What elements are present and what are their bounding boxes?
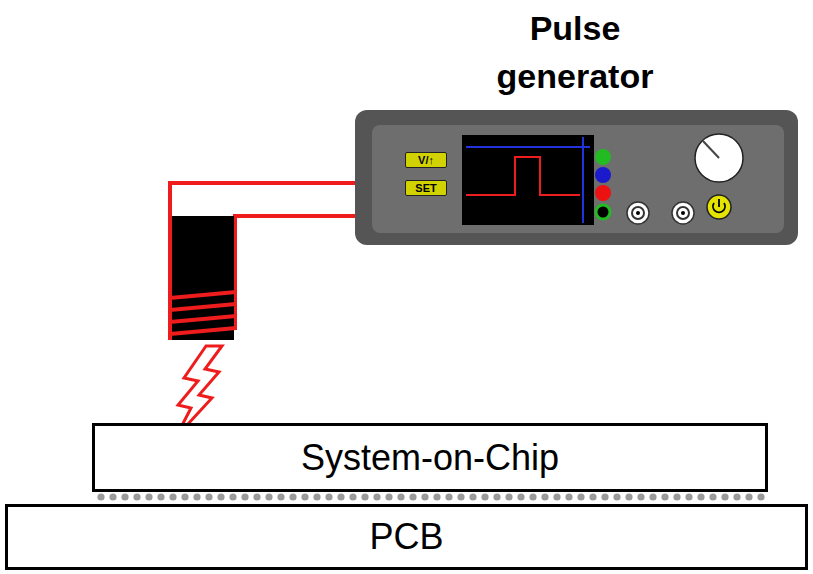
pulse-trace (466, 157, 580, 195)
status-dot (596, 205, 610, 219)
board-box: PCB (5, 504, 808, 570)
knob (695, 134, 743, 182)
probe-wire (235, 216, 355, 330)
power-button (707, 195, 731, 219)
knob-pointer (703, 141, 719, 158)
panel-button: V/↑ (405, 152, 447, 168)
screen (462, 135, 594, 225)
power-symbol (718, 199, 720, 207)
chip-box: System-on-Chip (92, 423, 768, 492)
probe-wire (170, 183, 355, 340)
status-dot (595, 149, 611, 165)
button-label: V/↑ (418, 154, 434, 166)
status-dot (595, 167, 611, 183)
device-title: Pulse generator (455, 4, 695, 100)
bnc-connector (627, 202, 649, 224)
generator-housing (355, 110, 798, 245)
screen-grid (582, 137, 584, 223)
solder-balls (95, 490, 767, 504)
device-box: Pulse generatorV/↑SET (355, 110, 798, 245)
probe-coil (170, 292, 236, 334)
bnc-connector (672, 202, 694, 224)
panel-button: SET (405, 180, 447, 196)
box-label: System-on-Chip (301, 437, 559, 479)
generator-panel (372, 125, 784, 233)
screen-grid (466, 146, 590, 148)
status-dot (595, 185, 611, 201)
button-label: SET (415, 182, 436, 194)
box-label: PCB (369, 516, 443, 558)
